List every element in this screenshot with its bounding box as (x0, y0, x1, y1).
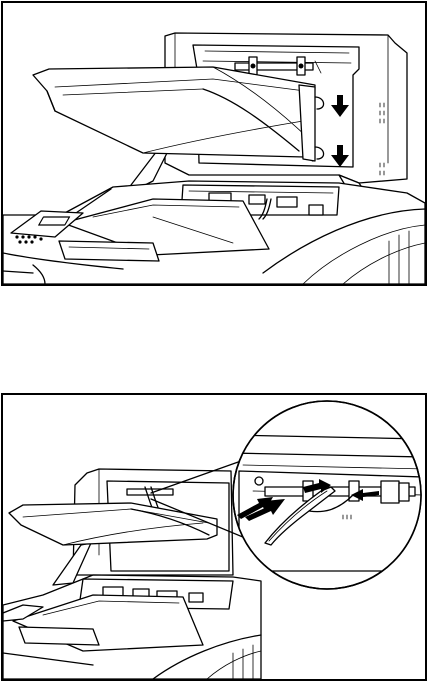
figure-top-output-tray-removal (1, 1, 427, 286)
display-window (39, 217, 70, 225)
printer-illustration-top (3, 3, 425, 284)
printer-illustration-bottom (3, 395, 425, 679)
figure-bottom-paper-guide-detail (1, 393, 427, 681)
